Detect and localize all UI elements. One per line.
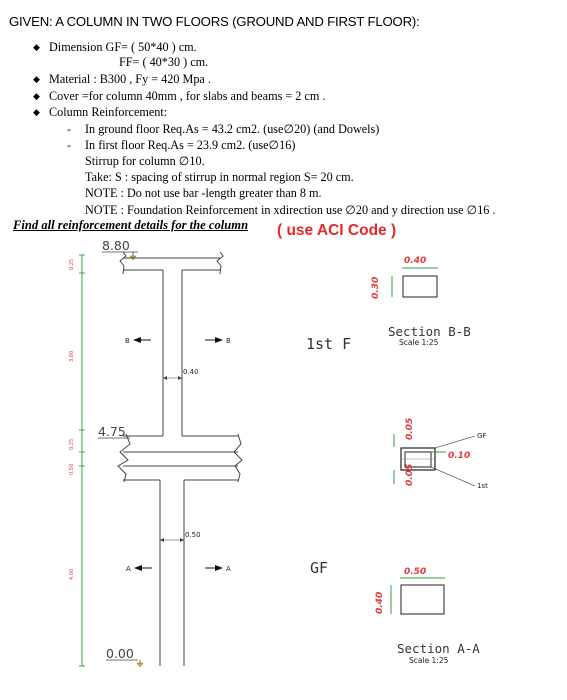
dimension-line: Dimension GF= ( 50*40 ) cm. xyxy=(49,40,197,54)
dim-label: 0.25 xyxy=(69,259,75,270)
dim-label: 4.00 xyxy=(69,569,75,580)
lower-column xyxy=(159,480,185,666)
section-bb-title: Section B-B xyxy=(388,324,471,339)
level-arrow-top xyxy=(129,252,137,261)
first-floor-line: In first floor Req.As = 23.9 cm2. (use∅1… xyxy=(85,138,296,152)
cut-label-b-left: B xyxy=(125,337,130,345)
section-aa-rect xyxy=(400,584,445,615)
column-width-ground: 0.50 xyxy=(185,531,201,539)
left-dimension-line xyxy=(79,254,85,667)
dim-label: 3.80 xyxy=(69,351,75,362)
cut-label-a-right: A xyxy=(226,565,231,573)
reinforcement-heading: Column Reinforcement: xyxy=(49,105,168,119)
dim-label: 0.50 xyxy=(69,464,75,475)
level-arrow-bottom xyxy=(136,660,144,668)
header: GIVEN: A COLUMN IN TWO FLOORS (GROUND AN… xyxy=(9,14,420,29)
ground-floor-label: GF xyxy=(310,559,328,577)
section-aa-scale: Scale 1:25 xyxy=(409,656,449,665)
detail-bottom-dim: 0.05 xyxy=(405,464,415,486)
level-mid: 4.75 xyxy=(98,424,126,439)
cut-label-b-right: B xyxy=(226,337,231,345)
section-bb-height: 0.30 xyxy=(371,277,381,299)
section-aa-width: 0.50 xyxy=(404,567,426,577)
joint-detail xyxy=(393,434,476,487)
task-instruction: Find all reinforcement details for the c… xyxy=(13,218,249,232)
column-width-first: 0.40 xyxy=(183,368,199,376)
material-line: Material : B300 , Fy = 420 Mpa . xyxy=(49,72,211,86)
section-aa-height: 0.40 xyxy=(375,592,385,614)
level-top: 8.80 xyxy=(102,238,130,253)
stirrup-line: Stirrup for column ∅10. xyxy=(85,154,205,168)
dim-label: 0.25 xyxy=(69,439,75,450)
ground-floor-line: In ground floor Req.As = 43.2 cm2. (use∅… xyxy=(85,122,380,136)
dash: - xyxy=(67,122,71,136)
dash: - xyxy=(67,138,71,152)
upper-column xyxy=(162,270,183,436)
spacing-line: Take: S : spacing of stirrup in normal r… xyxy=(85,170,354,184)
cut-marker-b xyxy=(133,337,223,343)
note-bar-length: NOTE : Do not use bar -length greater th… xyxy=(85,186,322,200)
first-floor-label: 1st F xyxy=(306,335,351,353)
cut-label-a-left: A xyxy=(126,565,131,573)
bullet: ◆ xyxy=(33,91,40,101)
aci-code-note: ( use ACI Code ) xyxy=(277,222,397,239)
section-bb-width: 0.40 xyxy=(404,256,426,266)
bullet: ◆ xyxy=(33,107,40,117)
top-slab xyxy=(119,251,224,275)
cut-marker-a xyxy=(134,565,223,571)
section-aa-title: Section A-A xyxy=(397,641,480,656)
detail-offset-dim: 0.10 xyxy=(448,451,470,461)
dimension-ff-line: FF= ( 40*30 ) cm. xyxy=(119,55,209,69)
cover-line: Cover =for column 40mm , for slabs and b… xyxy=(49,89,326,103)
detail-first-label: 1st xyxy=(477,482,488,490)
detail-gf-label: GF xyxy=(477,432,486,440)
bullet: ◆ xyxy=(33,42,40,52)
level-bottom: 0.00 xyxy=(106,646,134,661)
note-foundation: NOTE : Foundation Reinforcement in xdire… xyxy=(85,203,496,217)
mid-slab xyxy=(117,433,243,483)
section-bb-rect xyxy=(402,275,438,298)
detail-top-dim: 0.05 xyxy=(405,418,415,440)
section-bb-scale: Scale 1:25 xyxy=(399,338,439,347)
bullet: ◆ xyxy=(33,74,40,84)
